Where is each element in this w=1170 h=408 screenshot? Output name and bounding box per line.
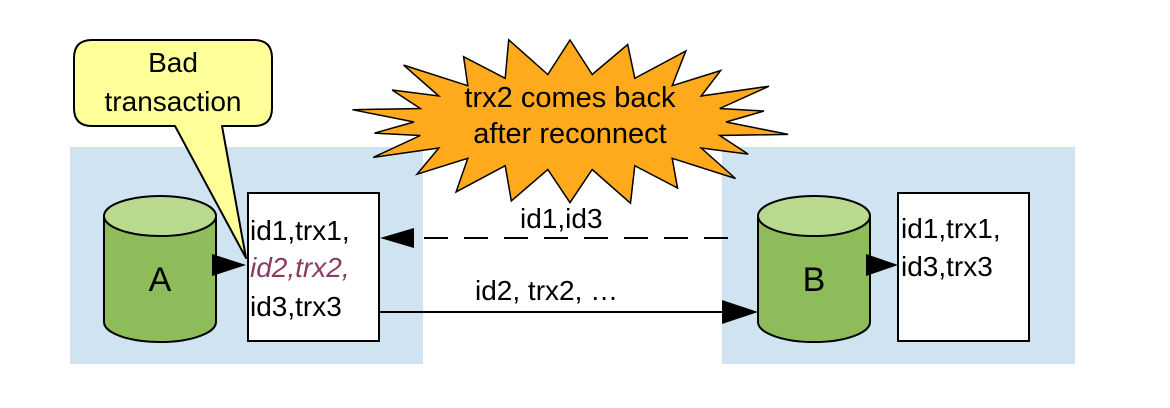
link-a-to-b-arrowhead: [722, 300, 758, 324]
db-b-log-arrowhead: [866, 254, 898, 276]
callout-line2: transaction: [105, 86, 242, 117]
database-b-label: B: [803, 261, 826, 299]
database-a-label: A: [149, 261, 172, 299]
bad-transaction-callout: Bad transaction: [73, 39, 273, 259]
node-a-log-line3: id3,trx3: [250, 291, 342, 322]
db-a-log-arrowhead: [212, 254, 246, 276]
link-a-to-b-label: id2, trx2, …: [475, 275, 618, 306]
database-b-icon: B: [757, 195, 871, 343]
callout-line1: Bad: [148, 47, 198, 78]
link-b-to-a-label: id1,id3: [520, 203, 603, 234]
link-b-to-a-arrowhead: [380, 228, 414, 248]
burst-shape: trx2 comes back after reconnect: [352, 38, 789, 205]
node-a-log-box: [247, 192, 380, 342]
node-b-log-line2: id3,trx3: [901, 251, 993, 282]
node-a-bad-transaction-line: id2,trx2,: [250, 252, 350, 283]
node-a-log-line1: id1,trx1,: [250, 215, 350, 246]
burst-line1: trx2 comes back: [464, 82, 676, 114]
node-b-log-box: [897, 192, 1030, 342]
burst-line2: after reconnect: [473, 118, 666, 150]
database-a-icon: A: [103, 195, 217, 343]
node-b-log-line1: id1,trx1,: [901, 213, 1001, 244]
